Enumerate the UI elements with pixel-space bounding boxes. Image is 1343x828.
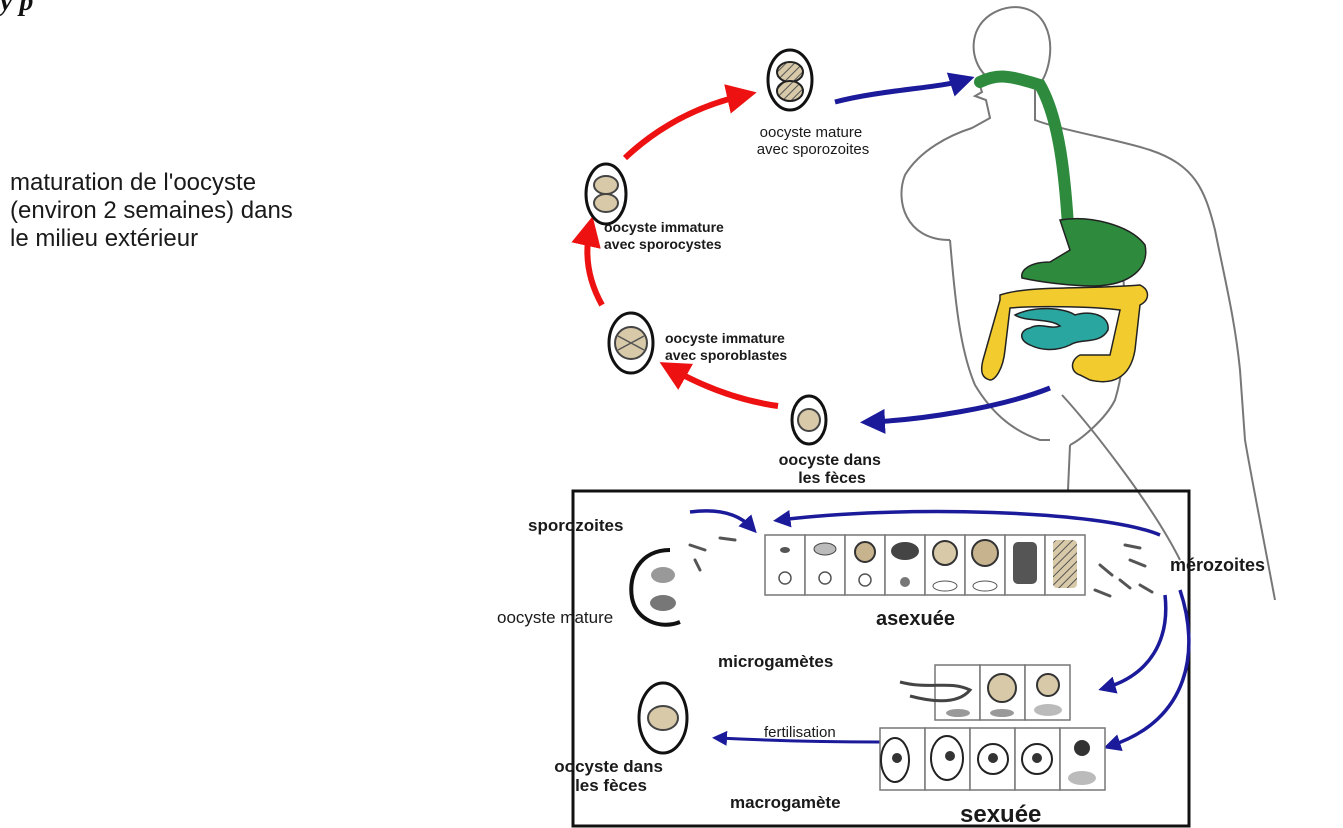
label-fertilisation: fertilisation xyxy=(764,724,836,741)
arrow-host-to-feces xyxy=(870,388,1050,422)
oocyst-mature-box xyxy=(631,550,680,625)
arrow-to-microgametes xyxy=(1105,595,1166,688)
label-oocyst-mature-box: oocyste mature xyxy=(497,608,613,627)
oocyst-mature-with-sporozoites xyxy=(768,50,812,110)
oocyst-in-feces-bottom xyxy=(639,683,687,753)
label-asexual-stage: asexuée xyxy=(876,608,955,630)
label-merozoites: mérozoites xyxy=(1170,555,1265,575)
label-oocyst-sporocysts: oocyste immature avec sporocystes xyxy=(604,219,728,252)
stomach xyxy=(1022,219,1146,286)
arrow-feces-to-sporoblastes xyxy=(670,368,778,406)
esophagus xyxy=(980,77,1068,225)
arrow-sporozoites-to-cells xyxy=(690,511,752,528)
label-oocyst-sporoblasts: oocyste immature avec sporoblastes xyxy=(665,330,789,363)
label-oocyst-feces-bottom: oocyste dans les fèces xyxy=(554,757,667,795)
digestive-tract xyxy=(980,77,1148,382)
label-macrogamete: macrogamète xyxy=(730,793,841,812)
label-sporozoites: sporozoites xyxy=(528,516,623,535)
arrow-sporoblastes-to-sporocystes xyxy=(587,228,602,305)
arrow-to-macrogamete xyxy=(1110,590,1189,746)
arrow-mature-to-mouth xyxy=(835,80,965,102)
label-oocyst-feces-top: oocyste dans les fèces xyxy=(779,452,886,487)
arrow-sporocystes-to-mature xyxy=(625,95,745,158)
oocyst-in-feces-top xyxy=(792,396,826,444)
label-sexual-stage: sexuée xyxy=(960,801,1041,828)
external-maturation-text: maturation de l'oocyste (environ 2 semai… xyxy=(10,169,299,252)
label-oocyst-mature: oocyste mature avec sporozoites xyxy=(757,124,870,158)
arrow-merozoites-reinvade xyxy=(780,512,1160,535)
small-intestine xyxy=(1015,309,1108,350)
label-microgametes: microgamètes xyxy=(718,652,833,671)
oocyst-immature-with-sporocysts xyxy=(586,164,626,224)
oocyst-immature-with-sporoblasts xyxy=(609,313,653,373)
